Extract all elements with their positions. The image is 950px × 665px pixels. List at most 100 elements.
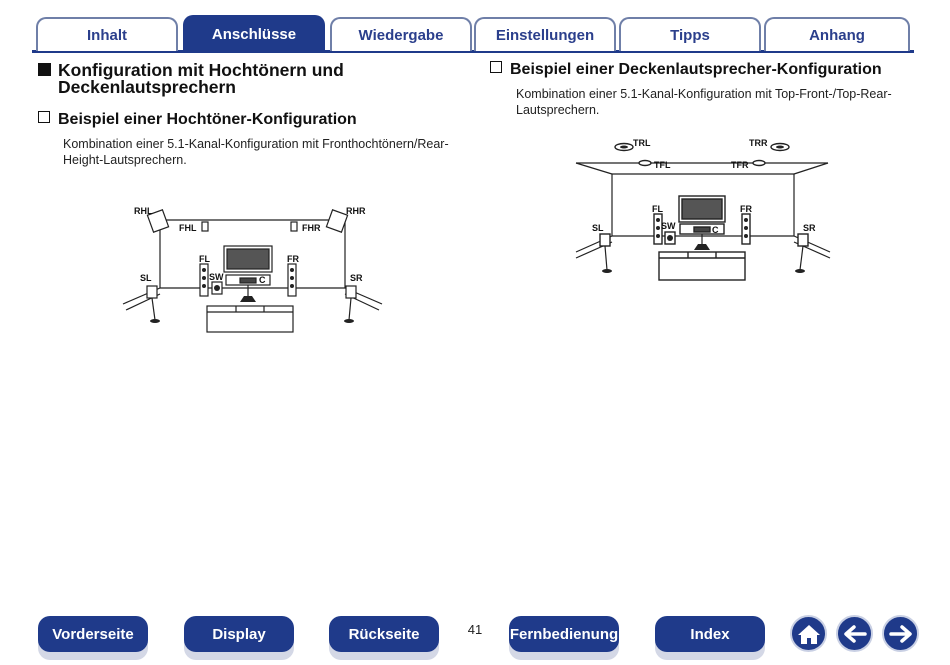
label-trr: TRR	[749, 138, 768, 148]
fr-woofer2	[744, 226, 748, 230]
speaker-sl	[146, 285, 158, 299]
label-sr: SR	[350, 273, 363, 283]
speaker-tfl	[638, 159, 652, 167]
sw-cone	[214, 285, 220, 291]
rueckseite-button[interactable]: Rückseite	[329, 616, 439, 652]
speaker-sr	[345, 285, 357, 299]
center-speaker	[239, 277, 257, 284]
label-fhr: FHR	[302, 223, 321, 233]
fr-woofer3	[290, 284, 294, 288]
ceiling-speaker-diagram: TRL TRR TFL TFR FL FR SW C SL SR	[575, 138, 831, 281]
page-number: 41	[467, 622, 483, 637]
label-fr: FR	[287, 254, 299, 264]
tab-einstellungen[interactable]: Einstellungen	[474, 17, 616, 51]
tab-underline	[32, 50, 914, 53]
index-button[interactable]: Index	[655, 616, 765, 652]
tab-anhang[interactable]: Anhang	[764, 17, 910, 51]
arrow-right-icon	[888, 624, 912, 643]
fernbedienung-button[interactable]: Fernbedienung	[509, 616, 619, 652]
tab-tipps[interactable]: Tipps	[619, 17, 761, 51]
label-c: C	[712, 225, 719, 235]
checkbox-square-icon	[38, 111, 50, 123]
stand-sl	[604, 245, 608, 271]
label-fr: FR	[740, 204, 752, 214]
right-heading: Beispiel einer Deckenlautsprecher-Konfig…	[490, 61, 882, 79]
label-fl: FL	[199, 254, 210, 264]
left-description-line2: Height-Lautsprechern.	[63, 153, 187, 167]
section-title-line2: Deckenlautsprechern	[58, 77, 236, 97]
tab-wiedergabe[interactable]: Wiedergabe	[330, 17, 472, 51]
label-rhl: RHL	[134, 206, 153, 216]
speaker-rhl	[146, 209, 170, 233]
label-fl: FL	[652, 204, 663, 214]
label-c: C	[259, 275, 266, 285]
left-heading: Beispiel einer Hochtöner-Konfiguration	[38, 111, 357, 129]
label-trl: TRL	[633, 138, 651, 148]
sw-cone	[667, 235, 673, 241]
stand-base-sl	[602, 269, 612, 273]
speaker-tfr	[752, 159, 766, 167]
right-description: Kombination einer 5.1-Kanal-Konfiguratio…	[516, 86, 892, 118]
fl-woofer3	[202, 284, 206, 288]
checkbox-square-icon	[490, 61, 502, 73]
speaker-sr	[797, 233, 809, 247]
speaker-rhr	[325, 209, 349, 233]
section-title: Konfiguration mit Hochtönern und Deckenl…	[38, 60, 458, 97]
left-description-line1: Kombination einer 5.1-Kanal-Konfiguratio…	[63, 137, 449, 151]
back-button[interactable]	[836, 615, 873, 652]
label-fhl: FHL	[179, 223, 197, 233]
ceiling-right-line	[793, 162, 829, 175]
center-speaker	[693, 226, 711, 233]
fr-woofer1	[290, 268, 294, 272]
label-sl: SL	[140, 273, 152, 283]
stand-base-sr	[795, 269, 805, 273]
label-sw: SW	[661, 221, 676, 231]
label-sw: SW	[209, 272, 224, 282]
arrow-left-icon	[843, 624, 867, 643]
right-description-line2: Lautsprechern.	[516, 103, 600, 117]
fl-woofer2	[202, 276, 206, 280]
label-sl: SL	[592, 223, 604, 233]
vorderseite-button[interactable]: Vorderseite	[38, 616, 148, 652]
label-rhr: RHR	[346, 206, 366, 216]
fl-woofer3	[656, 234, 660, 238]
fr-woofer2	[290, 276, 294, 280]
stand-sr	[799, 245, 804, 271]
ceiling-left-line	[575, 162, 613, 175]
fr-woofer1	[744, 218, 748, 222]
display-button[interactable]: Display	[184, 616, 294, 652]
tab-anschluesse[interactable]: Anschlüsse	[183, 15, 325, 51]
tv-pole-base	[240, 296, 256, 302]
right-heading-text: Beispiel einer Deckenlautsprecher-Konfig…	[510, 61, 882, 78]
label-sr: SR	[803, 223, 816, 233]
section-square-icon	[38, 63, 51, 76]
fl-woofer1	[202, 268, 206, 272]
forward-button[interactable]	[882, 615, 919, 652]
stand-base-sl	[150, 319, 160, 323]
right-description-line1: Kombination einer 5.1-Kanal-Konfiguratio…	[516, 87, 892, 101]
stand-base-sr	[344, 319, 354, 323]
sofa	[206, 305, 294, 333]
tab-bar: Inhalt Anschlüsse Wiedergabe Einstellung…	[0, 0, 950, 56]
sofa	[658, 251, 746, 281]
left-heading-text: Beispiel einer Hochtöner-Konfiguration	[58, 111, 357, 128]
speaker-sl	[599, 233, 611, 247]
label-tfl: TFL	[654, 160, 671, 170]
fr-woofer3	[744, 234, 748, 238]
fl-woofer2	[656, 226, 660, 230]
tv-screen-panel	[681, 198, 723, 220]
fl-woofer1	[656, 218, 660, 222]
speaker-fhr	[290, 221, 298, 232]
tv-screen-panel	[226, 248, 270, 270]
left-description: Kombination einer 5.1-Kanal-Konfiguratio…	[63, 136, 449, 168]
home-button[interactable]	[790, 615, 827, 652]
stand-sr	[348, 297, 352, 321]
speaker-fhl	[201, 221, 209, 232]
home-icon	[797, 624, 820, 644]
tv-pole-base	[694, 244, 710, 250]
tab-inhalt[interactable]: Inhalt	[36, 17, 178, 51]
height-speaker-diagram: RHL RHR FHL FHR FL FR SW C SL SR	[122, 206, 383, 333]
label-tfr: TFR	[731, 160, 749, 170]
section-title-line1: Konfiguration mit Hochtönern und	[58, 60, 344, 80]
trr-cone	[776, 145, 784, 149]
